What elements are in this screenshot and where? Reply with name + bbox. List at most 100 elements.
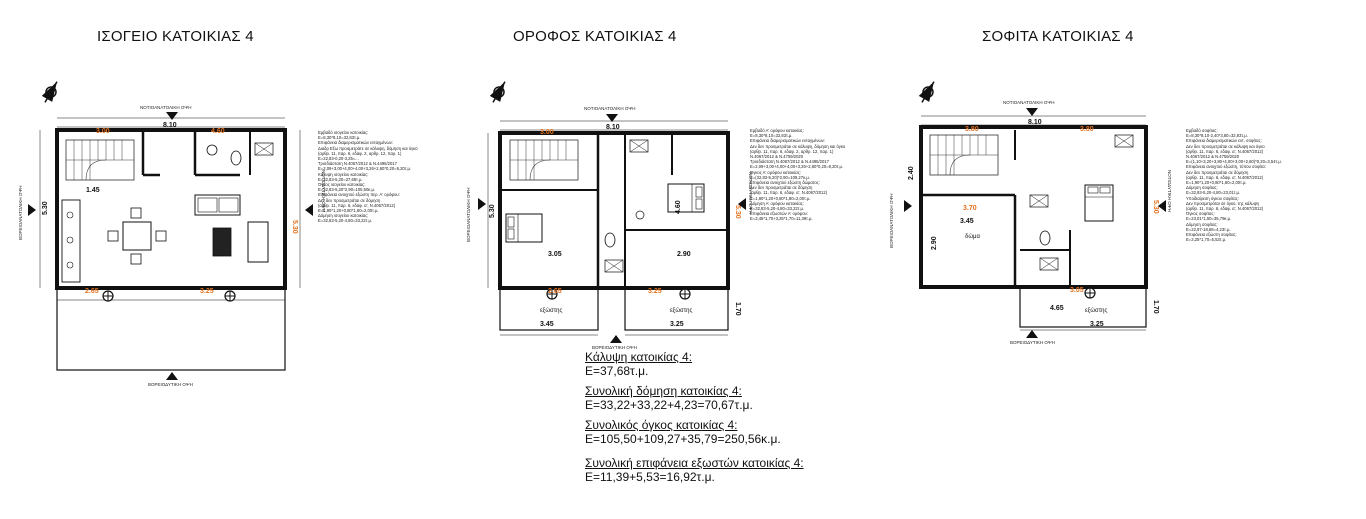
note-line: Τρισδιάστατη Ν.4067/2012 & Ν.4495/2017 [318,161,397,167]
floor-elev-top: ΝΟΤΙΟΑΝΑΤΟΛΙΚΗ ΟΨΗ [584,106,635,111]
note-line: Δεν δεν προσμετράται σε δόμηση [750,185,813,191]
note-line: Δόμηση ισογείου κατοικίας: [318,213,369,219]
note-line: Εμβαδό σοφίτας: [1186,128,1218,133]
note-line: (αρθρ. 11, παρ. 6, εδαφ. α', Ν.4067/2012… [1186,174,1264,180]
note-line: Επιφάνεια ανοιχτού εξώστη δώματος: [750,180,820,186]
ground-elev-bottom: ΒΟΡΕΙΟΔΥΤΙΚΗ ΟΨΗ [148,382,193,387]
note-line: Ε=1,90*1,20+0,80*1,80=2,00τ.μ. [318,208,379,214]
note-line: Όγκος ισογείου κατοικίας: [318,182,366,188]
floor-dim-top-left: 3.00 [540,129,554,136]
note-line: Επιφάνεια ανοιχτού εξώστη, τύπου σοφίτα: [1186,164,1266,170]
note-line: (αρθρ. 11, παρ. 6, εδαφ. 2, αρθρ. 12, πα… [318,150,402,156]
ground-dim-top-left: 3.00 [96,128,110,135]
attic-dim-side: 1.70 [1152,300,1159,314]
note-line: Ε=8,30*8,10-2,40*3,80=32,93τ.μ. [1186,133,1248,139]
floor-dim-balcony-left: 2.65 [548,288,562,295]
attic-dim-room-b: 3.05 [1070,287,1084,294]
note-line: (αρθρ. 11, παρ. 6, εδαφ. α', Ν.4067/2012… [750,190,828,196]
build-label: Συνολική δόμηση κατοικίας 4: [585,384,742,398]
attic-dim-mid: 3.45 [960,218,974,225]
note-line: Ε=3,25*1,70=5,53τ.μ. [1186,237,1227,243]
note-line: Ε=(32,83-5,20)*2,90=109,27κ.μ. [750,174,810,180]
note-line: (αρθρ. 11, παρ. 6, εδαφ. 2, αρθρ. 12, πα… [750,148,834,154]
svg-text:5.30: 5.30 [1152,200,1159,214]
floor-elev-bottom: ΒΟΡΕΙΟΔΥΤΙΚΗ ΟΨΗ [592,345,637,350]
attic-notes: Εμβαδό σοφίτας:Ε=8,30*8,10-2,40*3,80=32,… [1186,128,1314,242]
note-line: Υποδιαίρεση όγκου σοφίτας: [1186,195,1239,201]
attic-plan: εξώστης δώμα 3.80 8.10 3.80 3.45 3.70 3.… [889,77,1172,345]
floor-elev-left: ΒΟΡΕΙΟΑΝΑΤΟΛΙΚΗ ΟΨΗ [466,188,471,242]
floor-dim-side: 1.70 [734,302,741,316]
ground-dim-bottom-left: 2.65 [85,288,99,295]
svg-text:5.30: 5.30 [489,204,496,218]
attic-dim-top-right: 3.80 [1080,126,1094,133]
attic-room-label: δώμα [965,234,980,240]
floor-dim-top-total: 8.10 [606,124,620,131]
note-line: Όγκος σοφίτας: [1186,211,1215,217]
ground-dim-stair: 1.45 [86,187,100,194]
note-line: Κάλυψη ισογείου κατοικίας: [318,171,369,177]
attic-dim-room-a: 3.70 [963,205,977,212]
note-line: Ε=32,83-5,20-4,80=33,22τ.μ. [750,206,805,212]
ground-elev-top: ΝΟΤΙΟΑΝΑΤΟΛΙΚΗ ΟΨΗ [140,105,191,110]
note-line: Επιφάνεια εξώστη σοφίτας: [1186,232,1237,238]
floor-notes: Εμβαδό Α' ορόφου κατοικίας:Ε=8,30*8,10=3… [750,128,868,222]
ground-elev-right: ΝΟΤΙΟΔΥΤΙΚΗ ΟΨΗ [321,170,326,212]
note-line: Επιφάνεια διαμερισματικών ενταγμένων: [318,140,394,146]
note-line: Επιφάνεια ανοιχτού εξώστη περ. Α' ορόφου… [318,192,400,198]
floor-dim-bottom-left: 3.45 [540,321,554,328]
attic-dim-bottom: 3.25 [1090,321,1104,328]
ground-floor-plan: 3.00 8.10 4.60 2.65 3.25 1.45 5.30 5.30 … [18,77,326,387]
note-line: Ε=1,90*1,20+0,80*1,80=2,00τ.μ. [1186,180,1247,186]
floor-balcony-right-label: εξώστης [670,308,692,314]
volume-value: Ε=105,50+109,27+35,79=250,56κ.μ. [585,432,781,446]
note-line: (αρθρ. 11, παρ. 6, εδαφ. α', Ν.4067/2012… [318,202,396,208]
note-line: Ε=(1,10+3,20+3,80+4,00+3,00+2,60)*0,20=3… [1186,159,1282,165]
house-summary: Κάλυψη κατοικίας 4: Ε=37,68τ.μ. Συνολική… [585,350,804,490]
note-line: Επιφάνεια εξωστών Α' ορόφου: [750,211,809,217]
coverage-label: Κάλυψη κατοικίας 4: [585,350,693,364]
ground-dim-top-right: 4.60 [211,128,225,135]
first-floor-plan: εξώστης εξώστης 3.00 8.10 3.05 2.90 4.60… [466,77,753,350]
note-line: Δεν δεν προσμετράται σε δόμηση [1186,169,1249,175]
note-line: Εμβαδό ισογείου κατοικίας: [318,130,369,135]
first-floor-title: ΟΡΟΦΟΣ ΚΑΤΟΙΚΙΑΣ 4 [513,28,677,45]
balcony-total-label: Συνολική επιφάνεια εξωστών κατοικίας 4: [585,456,804,470]
attic-elev-right: ΝΟΤΙΟΔΥΤΙΚΗ ΟΨΗ [1167,170,1172,212]
note-line: (αρθρ. 11, παρ. 6, εδαφ. α', Ν.4067/2012… [1186,148,1264,154]
ground-dim-top-total: 8.10 [163,122,177,129]
note-line: Διαδρ Εξω προσμετράτε σε κάλυψη, δόμηση … [318,145,418,151]
svg-text:5.30: 5.30 [42,201,49,215]
note-line: Ε=2,09+3,00+4,00+4,00+3,26+2,60*0,20=9,2… [318,166,412,172]
svg-text:5.30: 5.30 [734,205,741,219]
note-line: Δόμηση σοφίτας: [1186,185,1218,191]
note-line: Επιφάνεια διαμερισματικών ενταγμένων: [750,138,826,144]
note-line: Ε=22,97-18,68=4,23τ.μ. [1186,226,1231,232]
attic-balcony-label: εξώστης [1085,308,1107,314]
attic-dim-top-left: 3.80 [965,126,979,133]
attic-elev-left: ΒΟΡΕΙΟΑΝΑΤΟΛΙΚΗ ΟΨΗ [889,194,894,248]
attic-dim-bottom-small: 4.65 [1050,305,1064,312]
attic-elev-bottom: ΒΟΡΕΙΟΔΥΤΙΚΗ ΟΨΗ [1010,340,1055,345]
floor-dim-room1: 3.05 [548,251,562,258]
floor-elev-right: ΝΟΤΙΟΔΥΤΙΚΗ ΟΨΗ [748,172,753,214]
coverage-value: Ε=37,68τ.μ. [585,364,649,378]
note-line: Δεν δεν προσμετράται σε κάλυψη και όγκο [1186,143,1265,149]
note-line: Ε=23,01*1,50=35,79κ.μ. [1186,216,1232,222]
note-line: Δόμηση σοφίτας: [1186,221,1218,227]
note-line: Δεν προσμετράται σε όγκο, της κάλυψη [1186,200,1259,206]
note-line: Ε=3,45*1,70+3,25*1,70=11,39τ.μ. [750,216,813,222]
note-line: Ε=32,83-5,20-4,80=33,22τ.μ. [318,218,373,224]
note-line: Ε=2,09+3,00+4,00+4,00+3,26+2,60*0,20=9,2… [750,164,844,170]
ground-dim-bottom-right: 3.25 [200,288,214,295]
floor-dim-balcony-right: 3.25 [648,288,662,295]
note-line: Ε=32,93-5,20-4,80=23,01τ.μ. [1186,190,1241,196]
note-line: Εμβαδό Α' ορόφου κατοικίας: [750,128,804,133]
note-line: Ε=8,30*8,10=32,83τ.μ. [750,133,793,139]
note-line: Ε=32,83-5,20=27,68τ.μ. [318,176,363,182]
ground-elev-left: ΒΟΡΕΙΟΑΝΑΤΟΛΙΚΗ ΟΨΗ [18,186,23,240]
note-line: Δεν δεν προσμετράται σε κάλυψη, δόμηση κ… [750,143,846,149]
floor-dim-wardrobe: 4.60 [675,200,682,214]
note-line: Ε=8,30*8,10=32,83τ.μ. [318,135,361,141]
